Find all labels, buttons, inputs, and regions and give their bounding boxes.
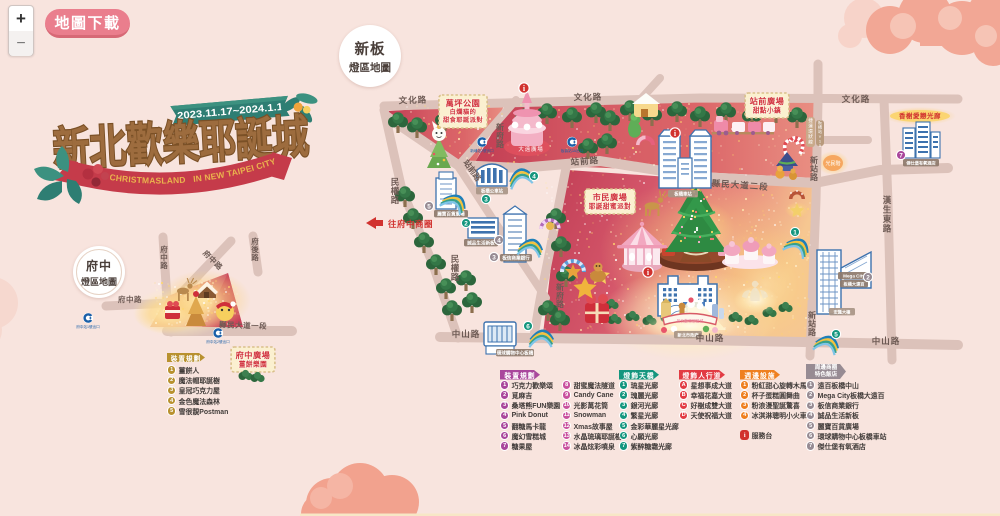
svg-text:宏匯大樓: 宏匯大樓 [834,308,852,315]
svg-text:7: 7 [899,153,903,160]
svg-text:站: 站 [818,128,822,134]
svg-text:府中廣場: 府中廣場 [236,350,271,360]
svg-text:路: 路 [160,260,168,270]
svg-text:往府中商圈: 往府中商圈 [388,219,433,229]
svg-text:新: 新 [808,310,816,320]
svg-text:i: i [523,84,526,93]
svg-text:狀: 狀 [808,133,813,140]
svg-text:板橋公車站: 板橋公車站 [481,187,504,194]
svg-text:環: 環 [808,129,813,135]
svg-text:漢: 漢 [883,195,892,205]
svg-text:甜食耶誕派對: 甜食耶誕派對 [443,116,483,124]
svg-text:5: 5 [834,332,838,339]
svg-text:站前路: 站前路 [570,155,599,167]
svg-text:文化路: 文化路 [574,92,603,102]
svg-text:2: 2 [866,275,870,282]
svg-text:生: 生 [883,205,892,215]
svg-text:3: 3 [492,255,496,262]
svg-text:板信商業銀行: 板信商業銀行 [502,254,530,261]
svg-text:Y: Y [819,134,822,139]
svg-text:捷: 捷 [808,117,813,124]
svg-text:5: 5 [819,143,822,148]
svg-text:4: 4 [497,238,501,245]
svg-text:麗寶百貨廣場: 麗寶百貨廣場 [437,210,465,217]
svg-text:權: 權 [391,186,400,196]
svg-text:府中站2號出口: 府中站2號出口 [206,339,230,344]
svg-text:薑餅樂園: 薑餅樂園 [239,359,267,368]
svg-text:府: 府 [251,236,259,246]
svg-text:板: 板 [818,119,822,125]
svg-text:萬坪公園: 萬坪公園 [446,98,481,108]
svg-text:甜點小鎮: 甜點小鎮 [753,105,781,114]
svg-text:4: 4 [532,174,536,181]
svg-text:站: 站 [810,164,818,174]
svg-text:中山路: 中山路 [872,336,901,346]
svg-text:中: 中 [160,252,168,262]
svg-text:站前廣場: 站前廣場 [750,96,785,106]
svg-text:新: 新 [556,282,564,292]
svg-text:府中路: 府中路 [201,248,225,272]
svg-text:府: 府 [160,244,168,254]
svg-text:縣民大道二段: 縣民大道二段 [711,178,769,192]
svg-text:i: i [674,129,677,138]
svg-text:路: 路 [496,139,505,149]
svg-text:1: 1 [793,230,797,237]
svg-text:府中路: 府中路 [118,294,142,304]
svg-text:板橋大遠百: 板橋大遠百 [844,280,865,287]
svg-text:路: 路 [251,252,259,262]
svg-text:2: 2 [464,221,468,228]
svg-text:後: 後 [251,244,259,254]
svg-text:光民階: 光民階 [825,160,840,167]
svg-text:新埔站2號出口: 新埔站2號出口 [470,148,494,153]
svg-text:路: 路 [391,195,400,205]
svg-text:市民廣場: 市民廣場 [593,192,628,202]
svg-text:板橋車站: 板橋車站 [674,190,692,197]
svg-text:新北歡樂耶誕城: 新北歡樂耶誕城 [677,319,704,324]
svg-text:中山路: 中山路 [452,329,481,339]
svg-text:民: 民 [391,177,400,187]
svg-text:路: 路 [556,299,565,309]
svg-text:i: i [647,268,650,277]
svg-text:香榭愛戀光廊: 香榭愛戀光廊 [899,111,941,120]
svg-text:權: 權 [451,263,460,273]
svg-text:縣民大道一段: 縣民大道一段 [219,319,267,331]
svg-text:府中站1號出口: 府中站1號出口 [76,324,100,329]
svg-text:民: 民 [451,254,460,264]
svg-text:1: 1 [819,138,822,143]
svg-text:6: 6 [526,324,530,331]
svg-text:新北市政府: 新北市政府 [678,331,700,338]
svg-text:Mega City: Mega City [843,273,865,278]
svg-text:路: 路 [810,172,819,182]
svg-text:路: 路 [451,272,460,282]
svg-text:府: 府 [556,291,564,301]
svg-text:文化路: 文化路 [842,94,871,104]
svg-text:耶誕甜蜜派對: 耶誕甜蜜派對 [589,201,632,210]
svg-text:新: 新 [496,122,504,132]
svg-text:中山路: 中山路 [696,333,725,343]
svg-text:站: 站 [808,319,816,329]
svg-text:5: 5 [427,204,431,211]
svg-text:東: 東 [883,214,892,224]
svg-text:路: 路 [808,327,817,337]
svg-text:新北歡樂耶誕城: 新北歡樂耶誕城 [52,110,310,175]
svg-text:運: 運 [808,123,813,129]
svg-text:線: 線 [808,139,813,145]
svg-text:站前路: 站前路 [461,158,484,184]
svg-text:傑仕堡有氧酒店: 傑仕堡有氧酒店 [905,159,936,166]
svg-text:府: 府 [496,131,504,141]
svg-text:誠品生活新板: 誠品生活新板 [467,239,495,246]
svg-text:路: 路 [883,224,892,234]
svg-text:白爛貓的: 白爛貓的 [450,108,477,116]
svg-text:板橋站3A出口: 板橋站3A出口 [561,148,584,153]
svg-text:橋: 橋 [818,124,822,130]
svg-text:文化路: 文化路 [398,95,427,106]
svg-text:新: 新 [810,155,818,165]
svg-text:環球購物中心板橋: 環球購物中心板橋 [497,349,534,356]
svg-text:3: 3 [484,197,488,204]
svg-text:大遠廣場: 大遠廣場 [518,145,543,153]
